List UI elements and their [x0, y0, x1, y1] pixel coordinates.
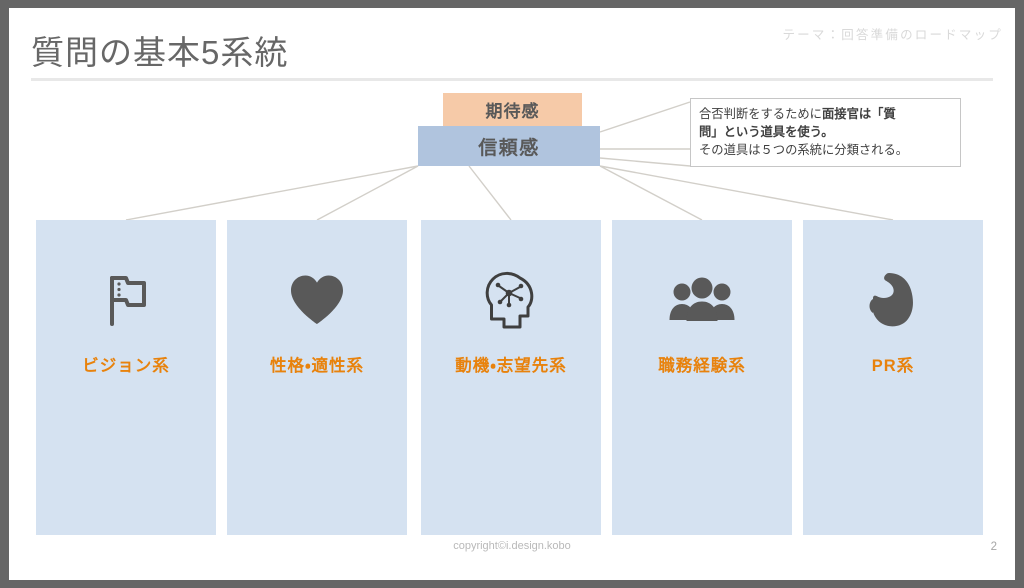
card-experience-label: 職務経験系 [658, 357, 746, 375]
flag-icon [36, 260, 216, 340]
callout-text-normal: 合否判断をするために [699, 107, 822, 121]
box-expectation[interactable]: 期待感 [443, 93, 582, 126]
callout-note: 合否判断をするために面接官は「質 問」という道具を使う。 その道具は５つの系統に… [690, 98, 961, 167]
head-network-icon [421, 260, 601, 340]
title-divider [31, 78, 993, 81]
card-pr-label: PR系 [871, 357, 915, 375]
card-personality[interactable]: 性格・適性系 [227, 220, 407, 535]
callout-text-bold-a: 面接官は「質 [821, 107, 896, 121]
box-trust[interactable]: 信頼感 [418, 126, 600, 166]
slide-canvas: テーマ：回答準備のロードマップ 質問の基本5系統 期待感 信頼感 [9, 8, 1015, 580]
people-group-icon [612, 260, 792, 340]
card-vision[interactable]: ビジョン系 [36, 220, 216, 535]
heart-icon [227, 260, 407, 340]
card-motivation-label: 動機・志望先系 [455, 357, 567, 375]
page-title: 質問の基本5系統 [31, 34, 289, 71]
callout-line-2: 問」という道具を使う。 [699, 125, 834, 140]
theme-label: テーマ：回答準備のロードマップ [782, 28, 1003, 42]
card-personality-label: 性格・適性系 [269, 357, 365, 375]
card-pr[interactable]: PR系 [803, 220, 983, 535]
callout-line-1: 合否判断をするために面接官は「質 [699, 105, 952, 123]
page-number: 2 [990, 541, 997, 553]
card-vision-label: ビジョン系 [82, 357, 170, 375]
box-trust-label: 信頼感 [478, 137, 540, 159]
card-experience[interactable]: 職務経験系 [612, 220, 792, 535]
copyright-text: copyright©i.design.kobo [453, 540, 571, 552]
box-expectation-label: 期待感 [485, 102, 540, 121]
callout-line-3: その道具は５つの系統に分類される。 [699, 143, 909, 158]
card-motivation[interactable]: 動機・志望先系 [421, 220, 601, 535]
flexed-bicep-icon [803, 260, 983, 340]
